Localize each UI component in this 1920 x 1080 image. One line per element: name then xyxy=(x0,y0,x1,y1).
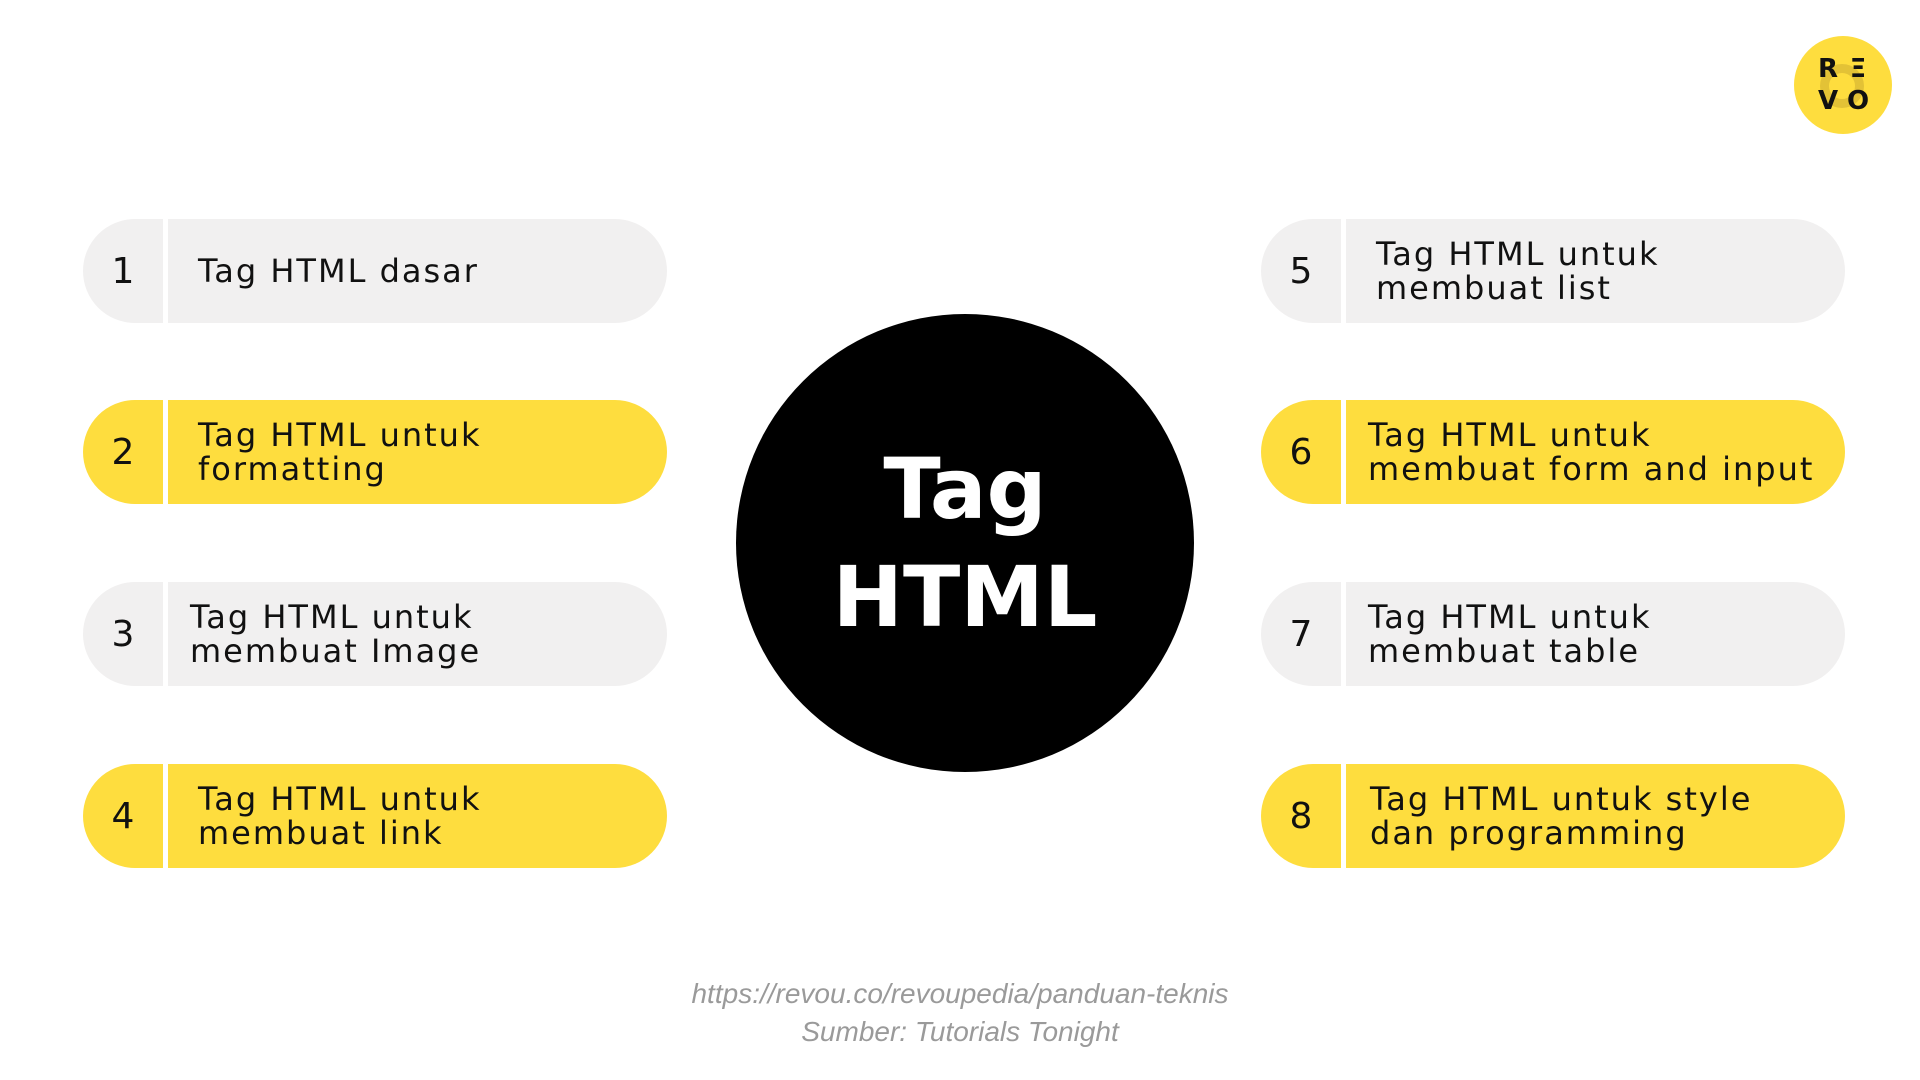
item-divider xyxy=(163,219,168,323)
logo-letter: Ξ xyxy=(1849,54,1867,84)
topic-item-3: 3 Tag HTML untuk membuat Image xyxy=(83,582,667,686)
item-label: Tag HTML untuk membuat table xyxy=(1368,598,1652,670)
item-divider xyxy=(163,764,168,868)
topic-item-5: 5 Tag HTML untuk membuat list xyxy=(1261,219,1845,323)
item-label: Tag HTML untuk style dan programming xyxy=(1370,780,1753,852)
topic-item-7: 7 Tag HTML untuk membuat table xyxy=(1261,582,1845,686)
logo-letters: R Ξ V O xyxy=(1813,53,1873,117)
item-divider xyxy=(163,582,168,686)
topic-item-8: 8 Tag HTML untuk style dan programming xyxy=(1261,764,1845,868)
item-divider xyxy=(163,400,168,504)
item-number: 6 xyxy=(1289,431,1313,473)
item-label: Tag HTML untuk formatting xyxy=(198,416,482,488)
logo-letter: V xyxy=(1817,86,1839,116)
item-divider xyxy=(1341,582,1346,686)
item-label: Tag HTML dasar xyxy=(198,252,479,290)
item-label: Tag HTML untuk membuat Image xyxy=(190,598,482,670)
item-divider xyxy=(1341,764,1346,868)
item-divider xyxy=(1341,400,1346,504)
item-number: 4 xyxy=(111,795,135,837)
logo-ring xyxy=(1820,64,1864,108)
item-number: 7 xyxy=(1289,613,1313,655)
item-number: 1 xyxy=(111,250,135,292)
topic-item-4: 4 Tag HTML untuk membuat link xyxy=(83,764,667,868)
center-circle: Tag HTML xyxy=(736,314,1194,772)
topic-item-1: 1 Tag HTML dasar xyxy=(83,219,667,323)
logo-letter: R xyxy=(1817,54,1839,84)
center-title-line-2: HTML xyxy=(832,548,1098,646)
source-credit: Sumber: Tutorials Tonight xyxy=(801,1016,1119,1047)
topic-item-6: 6 Tag HTML untuk membuat form and input xyxy=(1261,400,1845,504)
item-number: 3 xyxy=(111,613,135,655)
topic-item-2: 2 Tag HTML untuk formatting xyxy=(83,400,667,504)
logo-letter: O xyxy=(1846,86,1870,116)
item-label: Tag HTML untuk membuat link xyxy=(198,780,482,852)
item-label: Tag HTML untuk membuat form and input xyxy=(1368,416,1815,488)
source-url: https://revou.co/revoupedia/panduan-tekn… xyxy=(691,978,1229,1009)
item-label: Tag HTML untuk membuat list xyxy=(1376,235,1660,307)
item-number: 8 xyxy=(1289,795,1313,837)
item-number: 5 xyxy=(1289,250,1313,292)
center-title-line-1: Tag xyxy=(883,440,1047,538)
item-divider xyxy=(1341,219,1346,323)
revou-logo: R Ξ V O xyxy=(1794,36,1892,134)
item-number: 2 xyxy=(111,431,135,473)
